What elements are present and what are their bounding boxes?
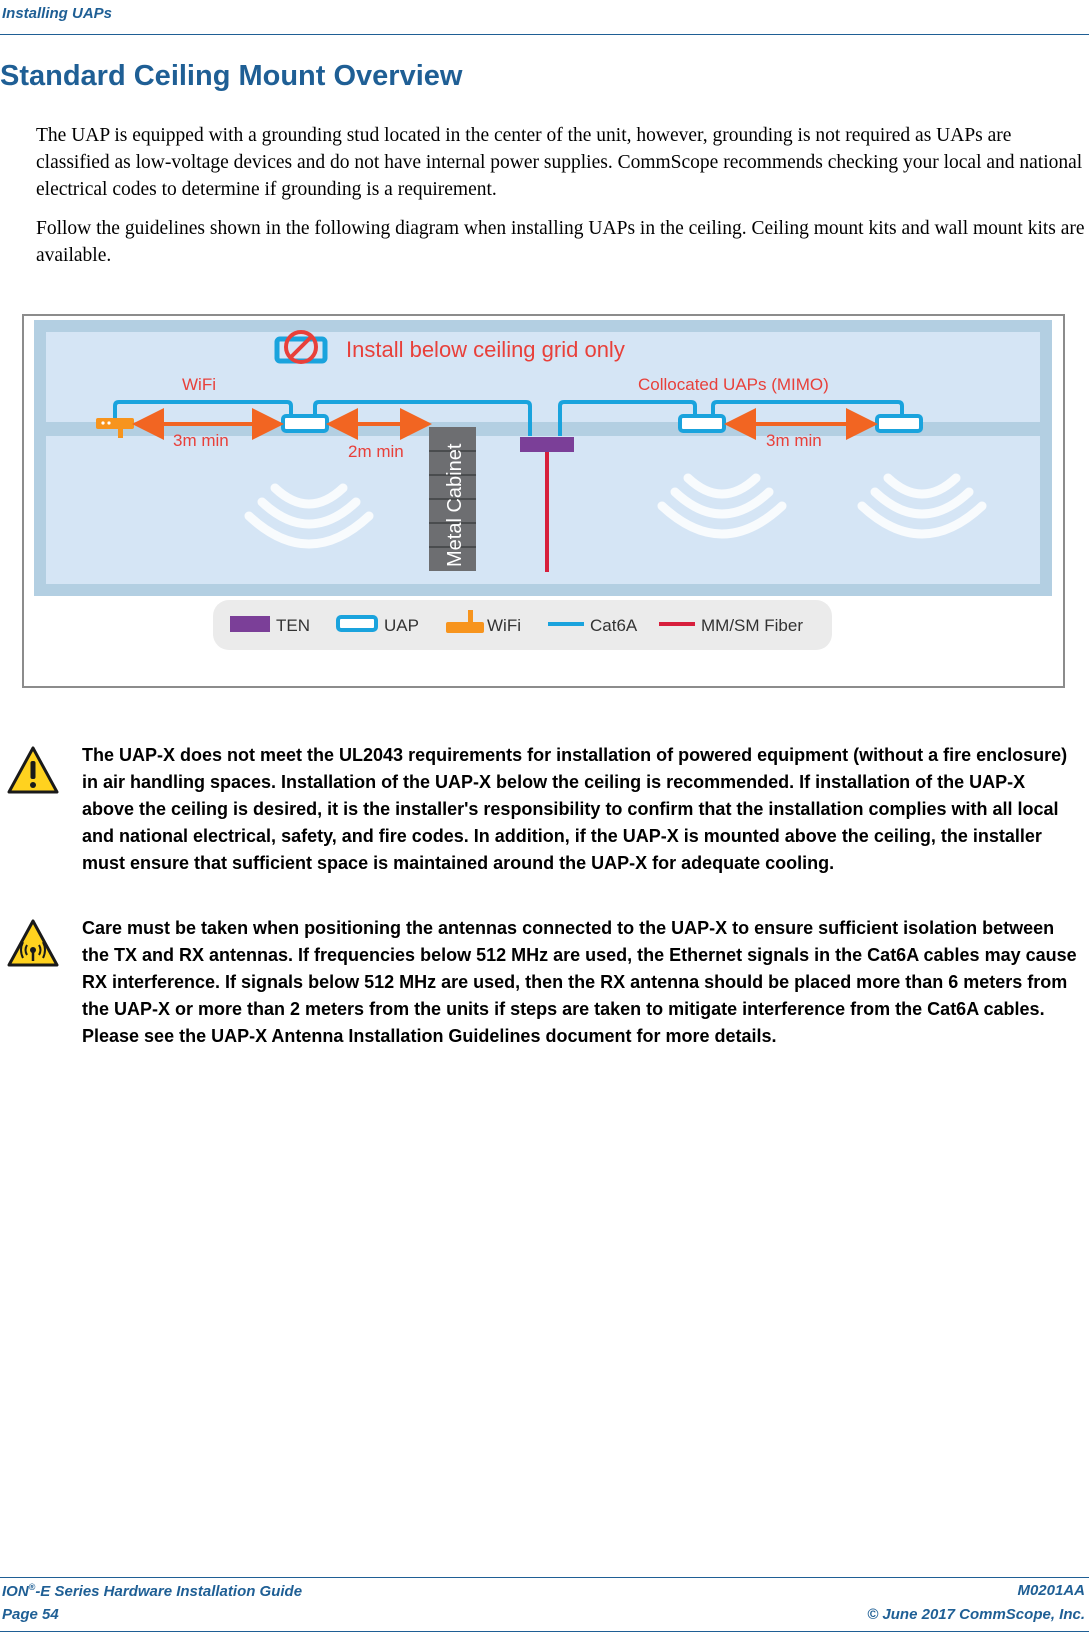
uap-device-3 (875, 414, 923, 433)
distance-3m-right: 3m min (766, 431, 822, 450)
legend-wifi-icon (446, 610, 484, 633)
signal-wave-icons (244, 473, 987, 549)
note-ul2043: The UAP-X does not meet the UL2043 requi… (82, 745, 1068, 873)
distance-2m: 2m min (348, 442, 404, 461)
page-header: Installing UAPs (0, 0, 1089, 35)
diagram-legend: TEN UAP WiFi Cat6A MM/SM Fiber (213, 600, 832, 650)
cabinet-label: Metal Cabinet (444, 443, 466, 567)
legend-uap-swatch (336, 615, 378, 632)
cat6a-cables (113, 400, 904, 436)
ten-device (520, 437, 574, 452)
legend-wifi: WiFi (487, 616, 521, 635)
no-above-ceiling-icon (274, 330, 328, 364)
ceiling-plenum (46, 332, 1040, 422)
note-antenna-isolation: Care must be taken when positioning the … (82, 918, 1077, 1046)
legend-ten-swatch (230, 616, 270, 632)
uap-device-1 (281, 414, 329, 433)
collocated-label: Collocated UAPs (MIMO) (638, 375, 829, 394)
ceiling-room (46, 436, 1040, 584)
section-title: Installing UAPs (2, 5, 113, 22)
wifi-label: WiFi (182, 375, 216, 394)
legend-uap: UAP (384, 616, 419, 635)
distance-3m-left: 3m min (173, 431, 229, 450)
radio-interference-icon (7, 919, 59, 967)
banner-text: Install below ceiling grid only (346, 337, 625, 362)
paragraph-guidelines: Follow the guidelines shown in the follo… (36, 218, 1085, 266)
uap-device-2 (678, 414, 726, 433)
footer-doc-id: M0201AA (1017, 1582, 1085, 1599)
page-title: Standard Ceiling Mount Overview (0, 60, 463, 92)
legend-cat6a: Cat6A (590, 616, 638, 635)
footer-guide-title: ION®-E Series Hardware Installation Guid… (2, 1582, 303, 1600)
footer-copyright: © June 2017 CommScope, Inc. (867, 1606, 1085, 1623)
wifi-access-point (96, 418, 134, 438)
legend-ten: TEN (276, 616, 310, 635)
page-footer: ION®-E Series Hardware Installation Guid… (0, 1577, 1089, 1632)
metal-cabinet: Metal Cabinet (429, 427, 476, 571)
warning-icon (7, 746, 59, 794)
footer-page-number: Page 54 (2, 1606, 59, 1623)
paragraph-grounding: The UAP is equipped with a grounding stu… (36, 125, 1083, 200)
legend-fiber: MM/SM Fiber (701, 616, 803, 635)
ceiling-mount-diagram: Install below ceiling grid only WiFi Col… (22, 314, 1065, 688)
